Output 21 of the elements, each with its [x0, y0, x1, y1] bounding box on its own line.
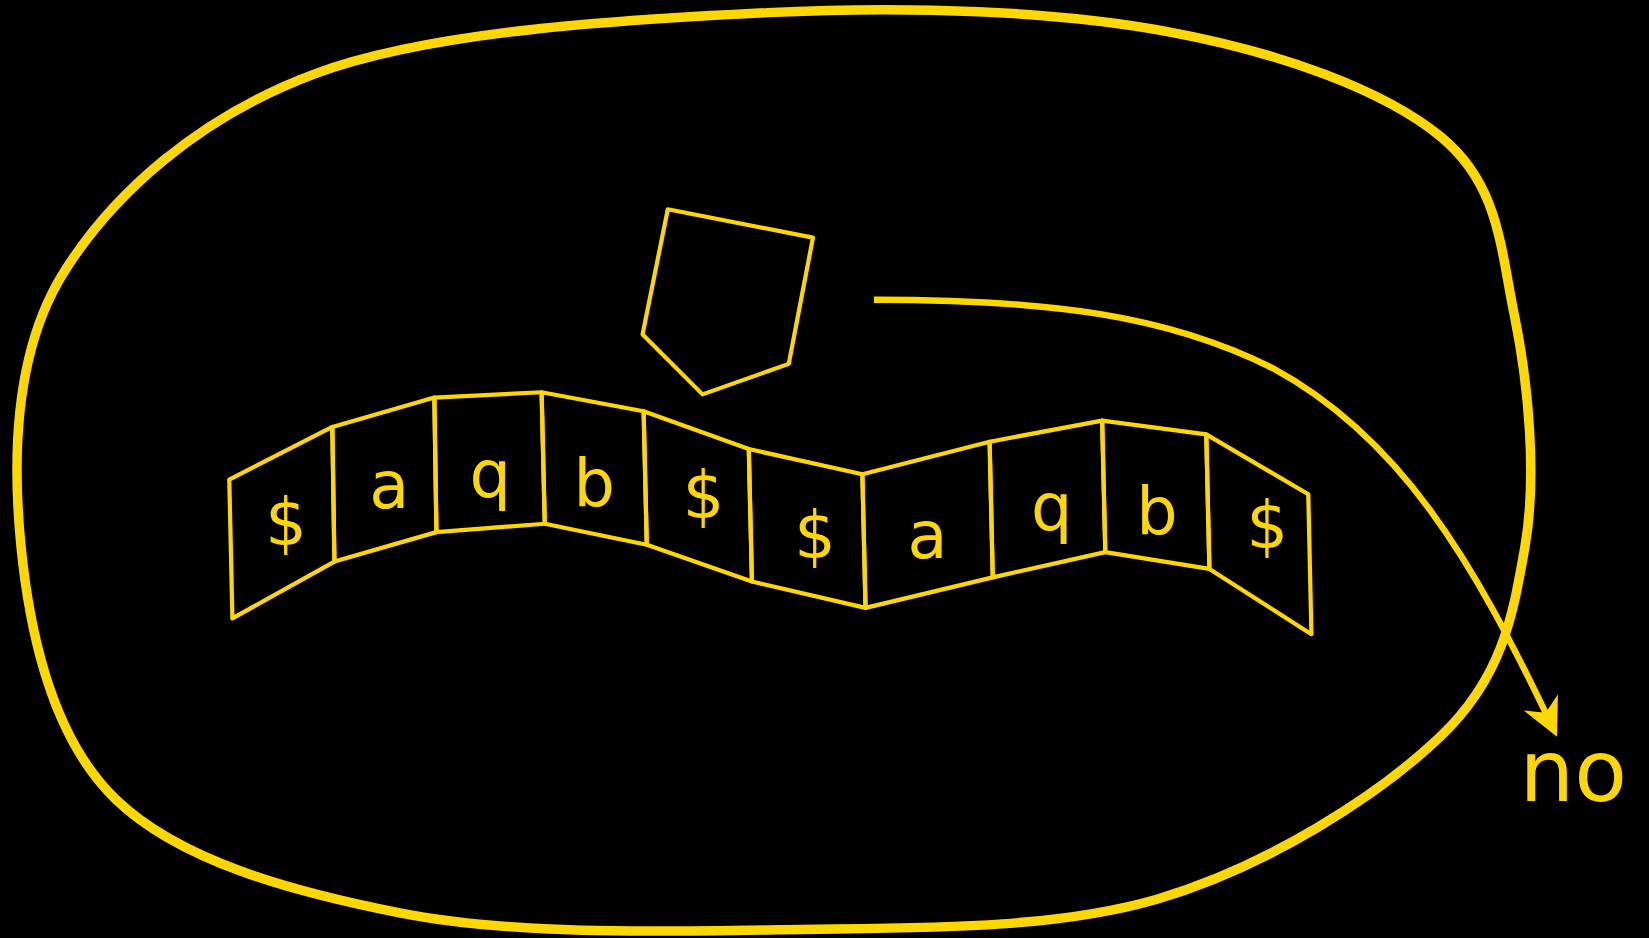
tape-symbol: $ [682, 463, 725, 529]
tape-symbol: $ [794, 503, 836, 569]
tape-symbol: a [369, 453, 410, 519]
tape-symbol: b [1136, 479, 1178, 545]
arrow [873, 296, 1558, 737]
tape-cell [434, 392, 545, 533]
tape-cell [989, 420, 1106, 578]
tape-cell [862, 441, 993, 608]
tape-symbol: $ [1246, 493, 1288, 559]
tape-cell [643, 411, 752, 582]
tape-symbol: $ [265, 490, 307, 556]
tape-symbol: b [573, 451, 615, 517]
tape-head [639, 206, 817, 398]
tape-symbol: a [907, 503, 948, 569]
tape-cell [229, 426, 335, 619]
tape-cell [541, 392, 647, 545]
tape-cell [748, 449, 866, 608]
tape-cell [332, 397, 437, 562]
output-label: no [1519, 728, 1627, 816]
tape-cell [1102, 420, 1210, 569]
tape-cell [1206, 434, 1312, 635]
